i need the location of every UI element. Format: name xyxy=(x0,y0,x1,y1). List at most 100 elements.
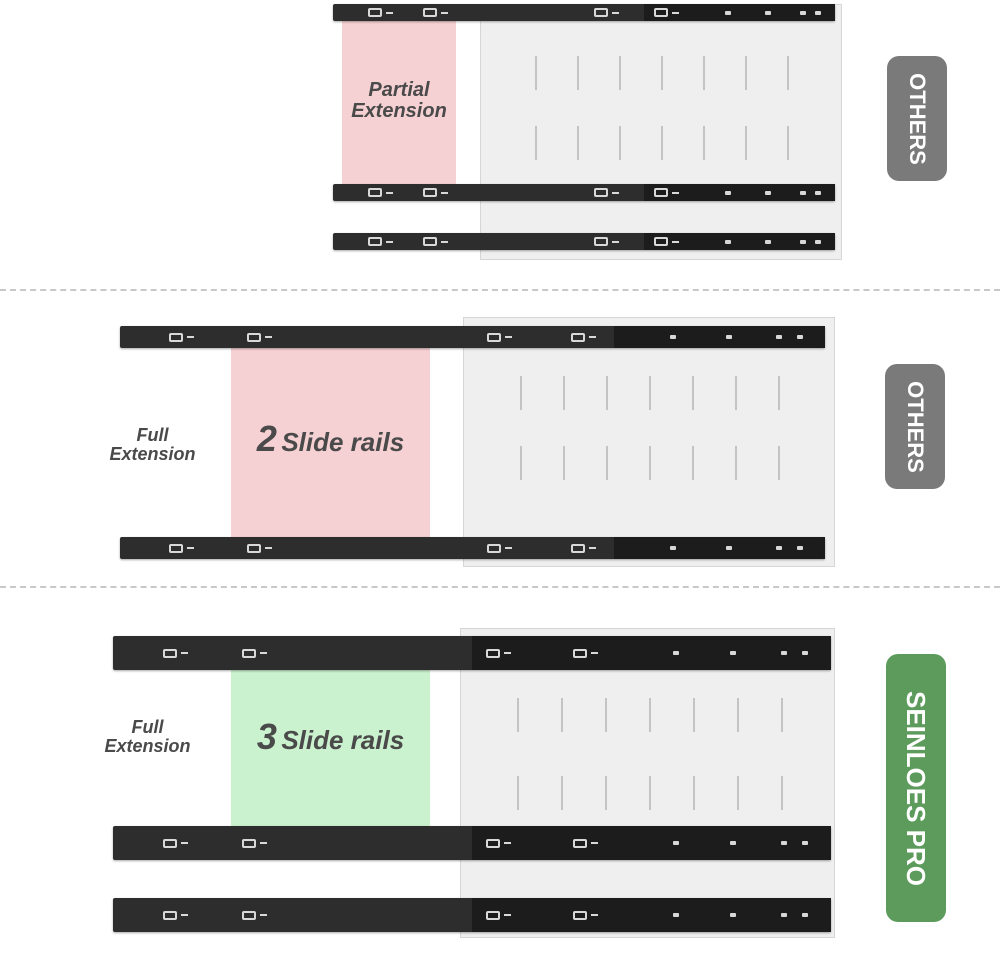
rail-dash xyxy=(672,240,680,243)
rail-dash xyxy=(386,240,394,243)
drawer-slide-rail xyxy=(333,184,835,201)
rail-mounting-slot xyxy=(163,910,178,920)
tray-slot xyxy=(517,698,519,732)
rail-dash xyxy=(590,914,598,916)
slide-rail-count-label: 2 Slide rails xyxy=(231,420,430,458)
seinloes-pro-badge: SEINLOES PRO xyxy=(886,654,946,922)
badge-text: OTHERS xyxy=(905,72,930,165)
rail-dash xyxy=(590,652,598,654)
rail-dash xyxy=(612,240,620,243)
rail-hole xyxy=(780,913,787,917)
rail-dash xyxy=(187,336,195,338)
rail-hole xyxy=(799,10,806,15)
tray-slot xyxy=(787,56,789,90)
full-extension-label: Full Extension xyxy=(95,426,210,464)
badge-text: OTHERS xyxy=(903,380,928,473)
rail-hole xyxy=(802,651,809,655)
rail-mounting-slot xyxy=(572,648,587,658)
rail-hole xyxy=(724,190,731,195)
rail-hole xyxy=(764,10,771,15)
tray-slot xyxy=(606,446,608,480)
rail-hole xyxy=(673,651,680,655)
rail-dash xyxy=(441,11,449,14)
rail-mounting-slot xyxy=(571,332,586,342)
drawer-slide-rail xyxy=(120,537,825,559)
rail-hole xyxy=(780,651,787,655)
rail-dash xyxy=(260,914,268,916)
rail-hole xyxy=(796,335,803,339)
full-extension-label: Full Extension xyxy=(90,718,205,756)
tray-slot xyxy=(535,56,537,90)
rail-mounting-slot xyxy=(594,188,609,197)
tray-slot xyxy=(649,698,651,732)
others-badge: OTHERS xyxy=(887,56,947,181)
drawer-slide-rail xyxy=(120,326,825,348)
drawer-tray xyxy=(463,317,835,567)
rail-dash xyxy=(187,547,195,549)
drawer-slide-rail xyxy=(113,636,831,670)
tray-slot xyxy=(520,446,522,480)
rail-mounting-slot xyxy=(594,8,609,17)
rail-mounting-slot xyxy=(572,910,587,920)
tray-slot xyxy=(692,446,694,480)
rail-inner-segment xyxy=(613,537,825,559)
rail-dash xyxy=(504,547,512,549)
rail-mounting-slot xyxy=(486,838,501,848)
rail-inner-segment xyxy=(644,4,835,21)
rail-mounting-slot xyxy=(423,188,438,197)
tray-slot xyxy=(692,376,694,410)
rail-hole xyxy=(669,546,676,550)
rail-hole xyxy=(724,10,731,15)
rail-hole xyxy=(814,190,821,195)
rail-mounting-slot xyxy=(423,237,438,246)
tray-slot xyxy=(649,446,651,480)
tray-slot xyxy=(781,776,783,810)
tray-slot xyxy=(619,126,621,160)
rail-mounting-slot xyxy=(169,543,184,553)
rail-dash xyxy=(672,191,680,194)
rail-count-number: 2 xyxy=(256,418,277,459)
rail-dash xyxy=(504,336,512,338)
tray-slot xyxy=(778,446,780,480)
tray-slot xyxy=(787,126,789,160)
rail-dash xyxy=(672,11,680,14)
rail-inner-segment xyxy=(613,326,825,348)
side-label-line1: Full xyxy=(136,425,169,445)
rail-dash xyxy=(504,914,512,916)
panel-partial-extension: Partial Extension OTHERS xyxy=(0,0,1000,285)
zone-label: Partial Extension xyxy=(351,79,447,122)
rail-hole xyxy=(764,239,771,244)
tray-slot xyxy=(778,376,780,410)
rail-mounting-slot xyxy=(486,910,501,920)
rail-hole xyxy=(775,335,782,339)
rail-mounting-slot xyxy=(423,8,438,17)
rail-count-text: Slide rails xyxy=(281,427,405,457)
rail-hole xyxy=(764,190,771,195)
rail-count-number: 3 xyxy=(256,716,277,757)
rail-dash xyxy=(260,842,268,844)
rail-inner-segment xyxy=(644,184,835,201)
tray-slot xyxy=(561,776,563,810)
tray-slot xyxy=(605,776,607,810)
rail-hole xyxy=(796,546,803,550)
rail-hole xyxy=(814,239,821,244)
drawer-tray xyxy=(460,628,835,938)
rail-mounting-slot xyxy=(163,838,178,848)
rail-mounting-slot xyxy=(368,188,383,197)
rail-hole xyxy=(730,913,737,917)
tray-slot xyxy=(745,56,747,90)
rail-dash xyxy=(441,240,449,243)
rail-mounting-slot xyxy=(242,838,257,848)
rail-mounting-slot xyxy=(486,648,501,658)
rail-hole xyxy=(802,841,809,845)
others-badge: OTHERS xyxy=(885,364,945,489)
tray-slot xyxy=(649,376,651,410)
rail-hole xyxy=(730,651,737,655)
rail-dash xyxy=(386,191,394,194)
rail-mounting-slot xyxy=(368,8,383,17)
rail-mounting-slot xyxy=(486,332,501,342)
rail-dash xyxy=(264,547,272,549)
rail-dash xyxy=(590,842,598,844)
tray-slot xyxy=(577,56,579,90)
rail-hole xyxy=(799,239,806,244)
